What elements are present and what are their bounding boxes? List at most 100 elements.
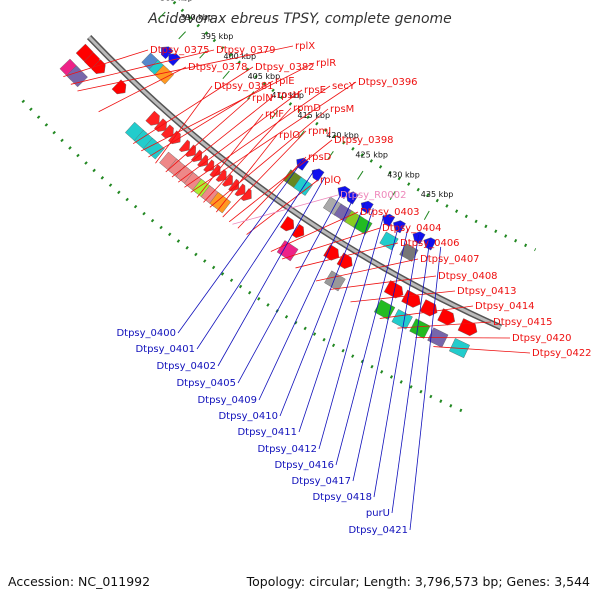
gene-arrow — [323, 244, 340, 261]
leader-line — [171, 94, 276, 178]
tick-label: 415 kbp — [297, 111, 330, 120]
forward-gene-label: Dtpsy_0378 — [188, 62, 248, 73]
tick-label: 430 kbp — [387, 171, 420, 180]
gene-block — [234, 183, 246, 197]
forward-gene-label: Dtpsy_0420 — [512, 333, 572, 344]
forward-gene-label: Dtpsy_0375 — [150, 45, 210, 56]
gene-block — [191, 149, 203, 163]
gene-block — [437, 308, 455, 326]
tick-label: 410 kbp — [271, 91, 304, 100]
leader-line — [279, 202, 366, 417]
reverse-gene-label: Dtpsy_0421 — [348, 525, 408, 536]
gene-rect — [142, 137, 165, 160]
reverse-gene-label: Dtpsy_0416 — [274, 460, 334, 471]
gene-rect — [209, 191, 232, 214]
leader-line — [298, 208, 374, 433]
forward-gene-label: rplF — [265, 109, 284, 120]
leader-line — [232, 194, 339, 225]
leader-line — [215, 134, 278, 213]
forward-gene-label: Dtpsy_0403 — [360, 207, 420, 218]
leader-line — [350, 290, 456, 303]
gene-arrow — [412, 231, 426, 245]
leader-line — [246, 179, 319, 235]
gene-arrow — [382, 213, 396, 227]
reverse-gene-label: Dtpsy_0417 — [291, 476, 351, 487]
tick-mark — [327, 151, 334, 160]
reverse-gene-label: Dtpsy_0402 — [156, 361, 216, 372]
tick-mark — [271, 110, 279, 119]
gene-block — [145, 110, 160, 126]
leader-line — [63, 49, 149, 77]
gene-rect — [391, 309, 413, 330]
label-leaders — [63, 45, 531, 531]
gene-block — [178, 139, 190, 152]
gene-rect — [379, 231, 399, 251]
leader-line — [190, 81, 357, 193]
forward-gene-label: Dtpsy_0406 — [400, 238, 460, 249]
gene-block — [409, 318, 431, 339]
forward-gene-label: Dtpsy_0379 — [216, 45, 276, 56]
leader-line — [177, 160, 303, 334]
leader-line — [77, 45, 294, 92]
gene-arrow — [191, 149, 203, 163]
tick-label: 385 kbp — [160, 0, 193, 3]
reverse-gene-label: Dtpsy_0401 — [135, 344, 195, 355]
gene-block — [337, 186, 351, 199]
gene-block — [393, 220, 406, 234]
forward-gene-label: rpmJ — [308, 126, 331, 137]
leader-line — [209, 108, 329, 208]
forward-gene-label: Dtpsy_0415 — [493, 317, 553, 328]
reverse-gene-label: Dtpsy_0405 — [176, 378, 236, 389]
forward-gene-label: rplO — [279, 130, 300, 141]
reverse-gene-label: purU — [366, 508, 390, 519]
gene-block — [379, 231, 399, 251]
gene-arrow — [336, 252, 353, 269]
gene-block — [423, 237, 437, 251]
gene-block — [311, 168, 325, 182]
leader-line — [237, 156, 307, 229]
gene-arrow — [215, 169, 227, 182]
forward-gene-label: rpsH — [277, 90, 300, 101]
gene-arrow — [178, 139, 190, 152]
genome-summary-text: Topology: circular; Length: 3,796,573 bp… — [246, 574, 590, 589]
tick-mark — [157, 11, 166, 20]
forward-gene-label: rpsD — [308, 152, 332, 163]
gene-features — [59, 43, 478, 359]
forward-gene-label: Dtpsy_0422 — [532, 348, 592, 359]
forward-gene-label: Dtpsy_0381 — [214, 81, 274, 92]
tick-mark — [178, 31, 186, 40]
tick-label: 400 kbp — [223, 52, 256, 61]
forward-gene-label: secY — [332, 81, 356, 92]
leader-line — [335, 223, 400, 466]
gene-block — [221, 174, 233, 187]
gene-rect — [154, 64, 175, 85]
leader-line — [228, 139, 333, 223]
leader-line — [184, 85, 331, 188]
forward-gene-label: rpsM — [330, 104, 354, 115]
map-title: Acidovorax ebreus TPSY, complete genome — [147, 11, 452, 27]
gene-arrow — [457, 318, 478, 337]
leader-line — [237, 189, 344, 384]
accession-text: Accession: NC_011992 — [8, 574, 150, 589]
forward-gene-label: rplE — [275, 76, 295, 87]
leader-line — [155, 85, 213, 164]
forward-gene-label: Dtpsy_0398 — [334, 135, 394, 146]
gene-block — [228, 178, 239, 192]
leader-line — [177, 89, 303, 183]
tick-label: 405 kbp — [248, 72, 281, 81]
gene-block — [391, 309, 413, 330]
leader-line — [258, 196, 355, 401]
gene-block — [197, 154, 209, 168]
genome-backbone — [86, 35, 503, 331]
leader-line — [196, 169, 315, 350]
leader-line — [196, 113, 264, 198]
gene-block — [336, 252, 353, 269]
gene-arrow — [311, 168, 325, 182]
gene-block — [457, 318, 478, 337]
gene-arrow — [221, 174, 233, 187]
leader-line — [409, 246, 442, 531]
gene-arrow — [423, 237, 437, 251]
leader-line — [281, 227, 381, 260]
gene-arrow — [111, 79, 127, 95]
